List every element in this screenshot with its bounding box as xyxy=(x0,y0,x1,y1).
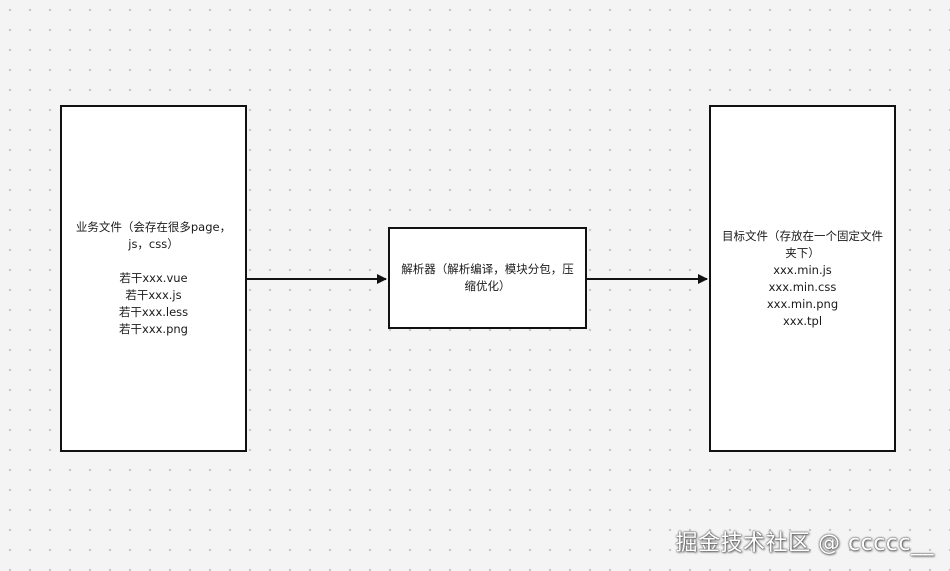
node-target-item: xxx.tpl xyxy=(782,313,823,328)
watermark: 掘金技术社区 @ ccccc__ xyxy=(675,531,934,556)
node-parser-title: 解析器（解析编译，模块分包，压缩优化） xyxy=(401,262,574,293)
node-parser[interactable]: 解析器（解析编译，模块分包，压缩优化） xyxy=(388,227,587,329)
node-source-item: 若干xxx.js xyxy=(125,288,182,302)
node-target-files[interactable]: 目标文件（存放在一个固定文件夹下） xxx.min.js xxx.min.css… xyxy=(709,105,896,452)
node-target-item: xxx.min.png xyxy=(766,296,839,311)
node-source-item: 若干xxx.less xyxy=(118,305,189,319)
node-source-files[interactable]: 业务文件（会存在很多page，js，css） 若干xxx.vue 若干xxx.j… xyxy=(60,105,247,452)
node-source-item: 若干xxx.png xyxy=(119,322,188,336)
node-target-item: xxx.min.css xyxy=(768,279,837,294)
node-source-title: 业务文件（会存在很多page，js，css） xyxy=(75,220,232,251)
node-source-item: 若干xxx.vue xyxy=(119,271,188,285)
node-target-title: 目标文件（存放在一个固定文件夹下） xyxy=(722,228,883,260)
node-target-item: xxx.min.js xyxy=(773,262,832,277)
